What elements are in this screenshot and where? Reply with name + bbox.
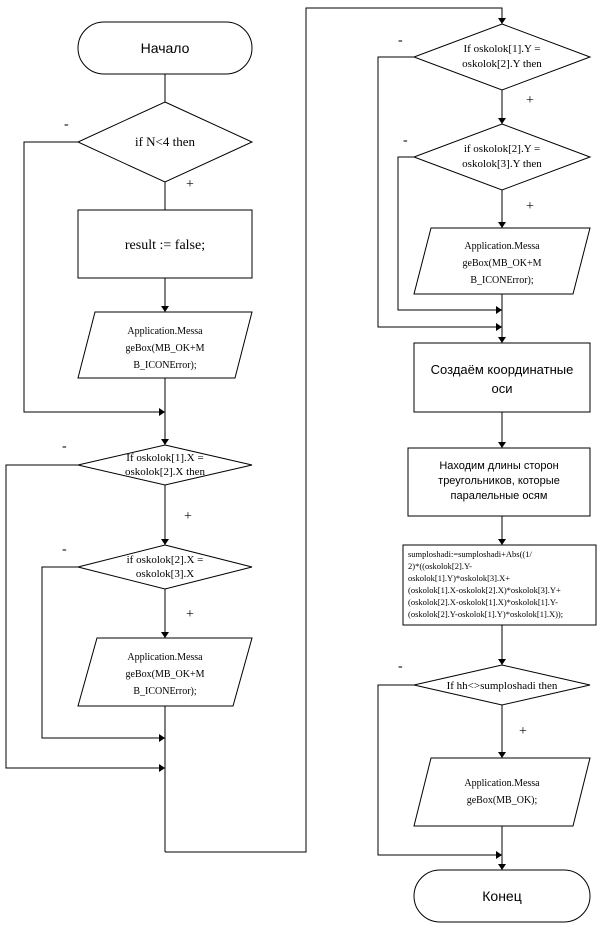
cond-y1-line1: If oskolok[1].Y = <box>464 43 541 55</box>
end-terminator: Конец <box>413 869 591 923</box>
msg2-line2: geBox(MB_OK+M <box>126 669 205 680</box>
msg4-line2: geBox(MB_OK); <box>467 795 538 806</box>
msg3-line1: Application.Messa <box>464 241 540 252</box>
formula-line3: oskolok[1].Y)*oskolok[3].X+ <box>408 573 510 583</box>
msg2-line3: B_ICONError); <box>133 686 197 697</box>
cond-x2-line2: oskolok[3].X <box>136 568 194 580</box>
end-label: Конец <box>482 888 521 904</box>
plus-label-n: + <box>186 177 194 192</box>
cond-y2-line1: if oskolok[2].Y = <box>464 143 540 155</box>
cond-x2-line1: if oskolok[2].X = <box>127 554 204 566</box>
formula-line1: sumploshadi:=sumploshadi+Abs((1/ <box>408 549 533 559</box>
minus-label-n: - <box>64 117 69 132</box>
plus-label-x1: + <box>184 509 192 524</box>
msg2-line1: Application.Messa <box>127 652 203 663</box>
io-messagebox-2: Application.Messa geBox(MB_OK+M B_ICONEr… <box>77 637 253 707</box>
process-result-false: result := false; <box>77 209 253 279</box>
cond-y2-line2: oskolok[3].Y then <box>462 158 542 170</box>
start-terminator: Начало <box>77 21 253 75</box>
msg3-line3: B_ICONError); <box>470 275 534 286</box>
minus-label-x1: - <box>62 439 67 454</box>
plus-label-x2: + <box>186 607 194 622</box>
msg1-line2: geBox(MB_OK+M <box>126 343 205 354</box>
process-formula: sumploshadi:=sumploshadi+Abs((1/ 2)*((os… <box>402 544 597 626</box>
msg3-line2: geBox(MB_OK+M <box>463 258 542 269</box>
start-label: Начало <box>141 40 190 56</box>
decision-y2: if oskolok[2].Y = oskolok[3].Y then <box>412 123 592 191</box>
find-sides-line2: треугольников, которые <box>438 475 560 487</box>
decision-hh: If hh<>sumploshadi then <box>413 664 591 706</box>
decision-n-less-4: if N<4 then <box>76 101 254 183</box>
cond-x1-line2: oskolok[2].X then <box>125 466 206 478</box>
decision-y1: If oskolok[1].Y = oskolok[2].Y then <box>412 23 592 91</box>
process-find-sides: Находим длины сторон треугольников, кото… <box>407 447 591 517</box>
minus-label-x2: - <box>62 542 67 557</box>
create-axes-line2: оси <box>492 381 513 396</box>
formula-line2: 2)*((oskolok[2].Y- <box>408 561 472 571</box>
decision-n-text: if N<4 then <box>135 134 196 149</box>
cond-hh-text: If hh<>sumploshadi then <box>447 680 558 692</box>
io-messagebox-4: Application.Messa geBox(MB_OK); <box>413 757 591 827</box>
create-axes-line1: Создаём координатные <box>431 362 574 377</box>
find-sides-line3: паралельные осям <box>451 490 548 502</box>
msg1-line1: Application.Messa <box>127 326 203 337</box>
result-false-text: result := false; <box>125 238 205 253</box>
io-messagebox-3: Application.Messa geBox(MB_OK+M B_ICONEr… <box>413 227 591 295</box>
decision-x2: if oskolok[2].X = oskolok[3].X <box>77 544 253 590</box>
plus-label-y2: + <box>526 199 534 214</box>
plus-label-y1: + <box>526 93 534 108</box>
minus-label-y1: - <box>398 33 403 48</box>
msg4-line1: Application.Messa <box>464 778 540 789</box>
io-messagebox-1: Application.Messa geBox(MB_OK+M B_ICONEr… <box>77 311 253 379</box>
decision-x1: If oskolok[1].X = oskolok[2].X then <box>77 444 253 486</box>
find-sides-line1: Находим длины сторон <box>439 460 558 472</box>
formula-line6: (oskolok[2].Y-oskolok[1].Y)*oskolok[1].X… <box>408 609 563 619</box>
msg1-line3: B_ICONError); <box>133 360 197 371</box>
process-create-axes: Создаём координатные оси <box>413 342 591 413</box>
minus-label-y2: - <box>403 133 408 148</box>
cond-x1-line1: If oskolok[1].X = <box>126 452 203 464</box>
formula-line4: (oskolok[1].X-oskolok[2].X)*oskolok[3].Y… <box>408 585 561 595</box>
formula-line5: (oskolok[2].X-oskolok[1].X)*oskolok[1].Y… <box>408 597 558 607</box>
plus-label-hh: + <box>519 724 527 739</box>
minus-label-hh: - <box>398 659 403 674</box>
cond-y1-line2: oskolok[2].Y then <box>462 58 542 70</box>
